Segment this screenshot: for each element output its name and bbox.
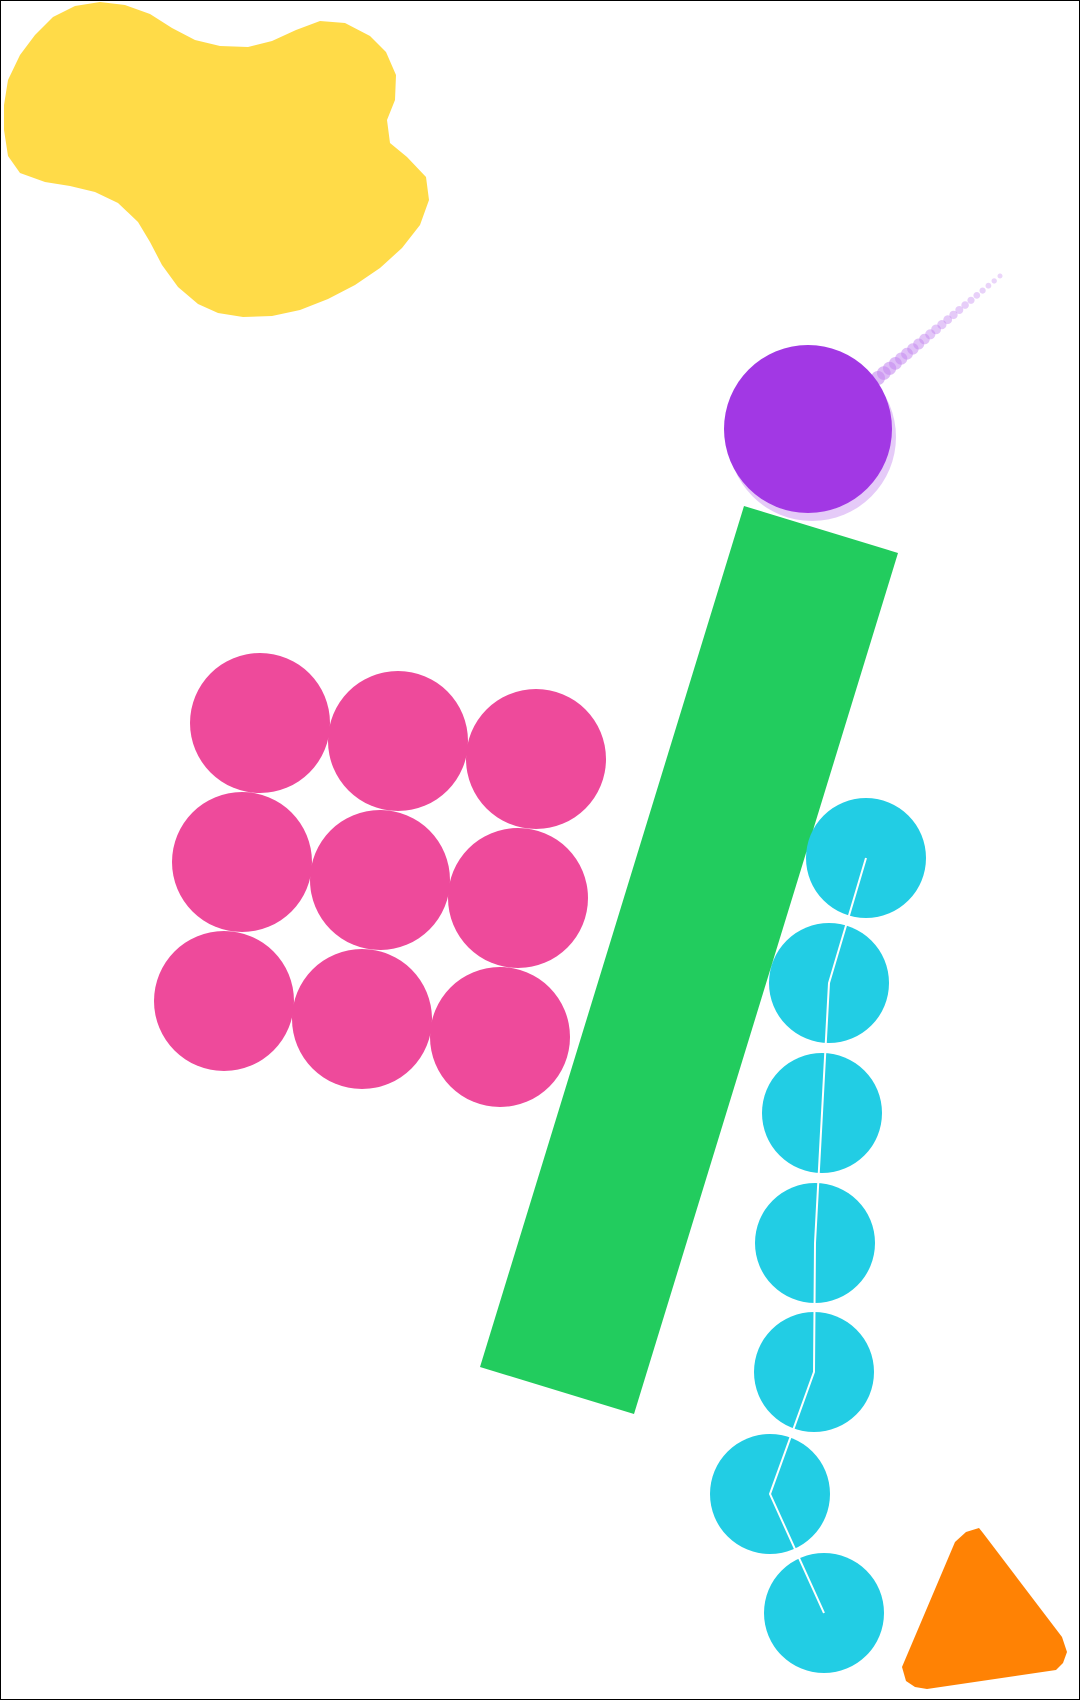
trail-dot xyxy=(997,273,1003,279)
pink-ball[interactable] xyxy=(466,689,606,829)
trail-dot xyxy=(967,296,975,304)
trail-dot xyxy=(919,333,930,345)
trail-dot xyxy=(955,306,964,314)
trail-dot xyxy=(961,301,969,309)
pink-ball[interactable] xyxy=(172,792,312,932)
trail-dot xyxy=(937,320,947,330)
ball-trail xyxy=(871,273,1003,385)
yellow-blob[interactable] xyxy=(4,2,429,317)
green-plank[interactable] xyxy=(480,506,898,1414)
pink-ball-grid xyxy=(154,653,606,1107)
cyan-chain xyxy=(710,798,926,1673)
trail-dot xyxy=(931,324,941,335)
pink-ball[interactable] xyxy=(328,671,468,811)
pink-ball[interactable] xyxy=(430,967,570,1107)
trail-dot xyxy=(979,287,986,294)
chain-link xyxy=(768,857,867,1614)
orange-triangle[interactable] xyxy=(902,1528,1067,1689)
trail-dot xyxy=(985,282,992,289)
trail-dot xyxy=(925,329,936,340)
trail-dot xyxy=(991,278,997,284)
pink-ball[interactable] xyxy=(310,810,450,950)
pink-ball[interactable] xyxy=(292,949,432,1089)
trail-dot xyxy=(949,310,958,320)
trail-dot xyxy=(973,292,981,299)
purple-ball[interactable] xyxy=(724,345,892,513)
trail-dot xyxy=(943,315,953,325)
pink-ball[interactable] xyxy=(448,828,588,968)
pink-ball[interactable] xyxy=(190,653,330,793)
pink-ball[interactable] xyxy=(154,931,294,1071)
